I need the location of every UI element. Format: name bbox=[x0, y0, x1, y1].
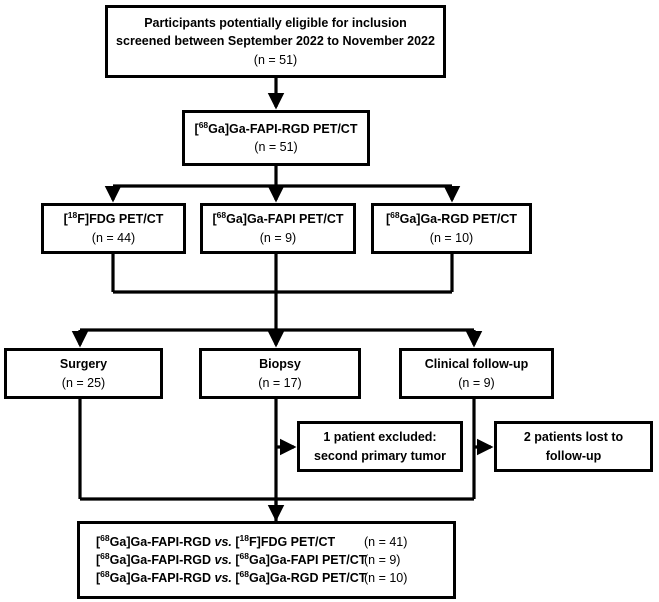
surgery-count: (n = 25) bbox=[61, 375, 106, 390]
result-isotope-2: 18 bbox=[239, 532, 250, 543]
result-tracer-2: Ga]Ga-RGD PET/CT bbox=[249, 571, 367, 585]
result-prefix-2: [ bbox=[231, 571, 240, 585]
result-vs: vs. bbox=[214, 553, 232, 567]
result-isotope-1: 68 bbox=[100, 532, 110, 543]
fapi-label: [68Ga]Ga-FAPI PET/CT bbox=[212, 210, 343, 228]
result-prefix-1: [ bbox=[96, 571, 101, 585]
box-patients-lost-to-followup: 2 patients lost to follow-up bbox=[494, 421, 653, 472]
result-count: (n = 10) bbox=[364, 571, 408, 585]
result-row: [68Ga]Ga-FAPI-RGD vs. [68Ga]Ga-FAPI PET/… bbox=[80, 551, 453, 569]
result-tracer-1: Ga]Ga-FAPI-RGD bbox=[109, 535, 215, 549]
result-row: [68Ga]Ga-FAPI-RGD vs. [18F]FDG PET/CT (n… bbox=[80, 533, 453, 551]
result-isotope-1: 68 bbox=[100, 568, 110, 579]
rgd-isotope: 68 bbox=[390, 210, 400, 221]
screened-line2: screened between September 2022 to Novem… bbox=[116, 34, 435, 49]
excluded-line2: second primary tumor bbox=[314, 448, 446, 463]
fapi-text: Ga]Ga-FAPI PET/CT bbox=[226, 212, 344, 227]
result-label: [68Ga]Ga-FAPI-RGD vs. [68Ga]Ga-FAPI PET/… bbox=[96, 550, 367, 567]
screened-count: (n = 51) bbox=[253, 52, 298, 67]
result-isotope-2: 68 bbox=[239, 550, 250, 561]
lost-line1: 2 patients lost to bbox=[523, 430, 624, 445]
result-isotope-1: 68 bbox=[100, 550, 110, 561]
box-rgd-petct: [68Ga]Ga-RGD PET/CT (n = 10) bbox=[371, 203, 532, 254]
fapi-rgd-isotope: 68 bbox=[198, 119, 209, 130]
result-vs: vs. bbox=[214, 535, 232, 549]
result-count: (n = 9) bbox=[364, 553, 401, 567]
result-prefix-2: [ bbox=[231, 535, 240, 549]
result-label: [68Ga]Ga-FAPI-RGD vs. [18F]FDG PET/CT bbox=[96, 532, 364, 549]
result-count: (n = 41) bbox=[364, 535, 408, 549]
box-screened-participants: Participants potentially eligible for in… bbox=[105, 5, 446, 78]
result-tracer-1: Ga]Ga-FAPI-RGD bbox=[109, 571, 215, 585]
box-comparison-results: [68Ga]Ga-FAPI-RGD vs. [18F]FDG PET/CT (n… bbox=[77, 521, 456, 599]
screened-line1: Participants potentially eligible for in… bbox=[144, 16, 407, 31]
fdg-text: F]FDG PET/CT bbox=[77, 212, 164, 227]
rgd-count: (n = 10) bbox=[429, 230, 474, 245]
followup-label: Clinical follow-up bbox=[424, 357, 529, 372]
result-row: [68Ga]Ga-FAPI-RGD vs. [68Ga]Ga-RGD PET/C… bbox=[80, 569, 453, 587]
fapi-count: (n = 9) bbox=[259, 230, 297, 245]
box-surgery: Surgery (n = 25) bbox=[4, 348, 163, 399]
fdg-prefix: [ bbox=[63, 212, 68, 227]
fdg-count: (n = 44) bbox=[91, 230, 136, 245]
fapi-rgd-text: Ga]Ga-FAPI-RGD PET/CT bbox=[208, 121, 358, 136]
fapi-isotope: 68 bbox=[216, 210, 227, 221]
surgery-label: Surgery bbox=[59, 357, 108, 372]
biopsy-count: (n = 17) bbox=[258, 375, 302, 390]
result-tracer-2: F]FDG PET/CT bbox=[249, 535, 336, 549]
followup-count: (n = 9) bbox=[458, 375, 495, 390]
excluded-line1: 1 patient excluded: bbox=[323, 430, 437, 445]
result-label: [68Ga]Ga-FAPI-RGD vs. [68Ga]Ga-RGD PET/C… bbox=[96, 568, 367, 585]
result-vs: vs. bbox=[214, 571, 232, 585]
result-isotope-2: 68 bbox=[239, 568, 250, 579]
result-prefix-2: [ bbox=[231, 553, 240, 567]
box-fapi-rgd-petct: [68Ga]Ga-FAPI-RGD PET/CT (n = 51) bbox=[182, 110, 370, 166]
result-prefix-1: [ bbox=[96, 553, 101, 567]
fapi-rgd-label: [68Ga]Ga-FAPI-RGD PET/CT bbox=[195, 120, 358, 138]
box-biopsy: Biopsy (n = 17) bbox=[199, 348, 361, 399]
biopsy-label: Biopsy bbox=[259, 357, 301, 372]
fapi-prefix: [ bbox=[212, 212, 217, 227]
result-tracer-1: Ga]Ga-FAPI-RGD bbox=[109, 553, 215, 567]
box-clinical-followup: Clinical follow-up (n = 9) bbox=[399, 348, 554, 399]
box-fapi-petct: [68Ga]Ga-FAPI PET/CT (n = 9) bbox=[200, 203, 356, 254]
fdg-isotope: 18 bbox=[67, 210, 78, 221]
fapi-rgd-count: (n = 51) bbox=[254, 140, 298, 154]
lost-line2: follow-up bbox=[545, 448, 602, 463]
result-prefix-1: [ bbox=[96, 535, 101, 549]
fapi-rgd-prefix: [ bbox=[194, 121, 199, 136]
rgd-label: [68Ga]Ga-RGD PET/CT bbox=[386, 210, 517, 228]
box-patient-excluded: 1 patient excluded: second primary tumor bbox=[297, 421, 463, 472]
fdg-label: [18F]FDG PET/CT bbox=[64, 210, 164, 228]
rgd-prefix: [ bbox=[385, 212, 391, 227]
rgd-text: Ga]Ga-RGD PET/CT bbox=[399, 212, 517, 227]
box-fdg-petct: [18F]FDG PET/CT (n = 44) bbox=[41, 203, 186, 254]
result-tracer-2: Ga]Ga-FAPI PET/CT bbox=[249, 553, 367, 567]
